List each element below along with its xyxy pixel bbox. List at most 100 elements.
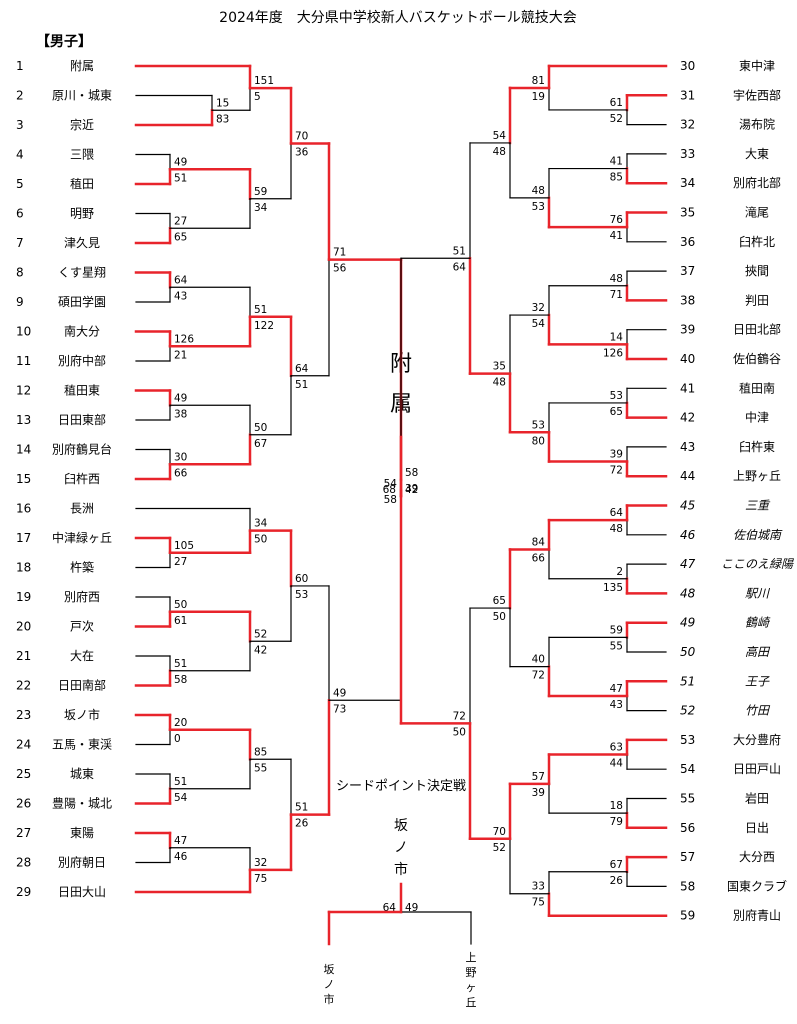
- team-name: 上野ヶ丘: [733, 469, 781, 483]
- match-score: 49: [174, 156, 187, 168]
- team-name: 杵築: [70, 560, 94, 575]
- team-name: 三重: [745, 499, 771, 513]
- team-name: 稙田南: [739, 380, 775, 395]
- match-score: 27: [174, 215, 187, 227]
- team-seed-number: 5: [16, 177, 24, 191]
- match-score: 66: [532, 552, 546, 564]
- seed-left-name: 坂 ノ 市: [324, 963, 335, 1006]
- match-score: 26: [610, 875, 624, 887]
- match-score: 71: [333, 247, 346, 259]
- team-seed-number: 26: [16, 797, 31, 811]
- team-name: 附属: [70, 59, 94, 73]
- match-score: 59: [610, 624, 623, 636]
- team-name: 臼杵西: [64, 471, 100, 486]
- match-score: 72: [453, 710, 466, 722]
- team-seed-number: 58: [680, 879, 695, 893]
- match-score: 72: [532, 670, 545, 682]
- team-seed-number: 46: [680, 528, 696, 542]
- match-score: 52: [610, 113, 623, 125]
- seed-winner-char: 市: [394, 861, 408, 878]
- match-score: 50: [254, 534, 267, 546]
- team-seed-number: 19: [16, 590, 31, 604]
- match-score: 72: [610, 465, 623, 477]
- team-name: 中津緑ヶ丘: [52, 530, 112, 545]
- match-score: 51: [174, 172, 187, 184]
- team-name: 南大分: [64, 324, 100, 339]
- team-seed-number: 45: [680, 499, 695, 513]
- team-name: 五馬・東渓: [52, 738, 112, 752]
- match-score: 55: [254, 762, 267, 774]
- match-score: 5: [254, 91, 261, 103]
- team-name: 東中津: [739, 58, 775, 73]
- team-seed-number: 39: [680, 323, 695, 337]
- team-seed-number: 34: [680, 176, 695, 190]
- match-score: 48: [532, 185, 545, 197]
- match-score: 70: [295, 130, 308, 142]
- match-score: 85: [610, 172, 623, 184]
- team-seed-number: 23: [16, 708, 31, 722]
- team-name: 碩田学園: [58, 294, 106, 309]
- team-seed-number: 38: [680, 293, 695, 307]
- team-seed-number: 49: [680, 616, 695, 630]
- match-score: 46: [174, 851, 188, 863]
- team-name: 宇佐西部: [733, 87, 781, 102]
- match-score: 47: [610, 683, 623, 695]
- seed-right-char: ヶ: [466, 981, 477, 994]
- match-score: 64: [295, 363, 309, 375]
- match-score: 50: [174, 599, 187, 611]
- team-seed-number: 59: [680, 909, 695, 923]
- match-score: 76: [610, 214, 624, 226]
- team-name: 駅川: [745, 586, 771, 600]
- team-seed-number: 20: [16, 620, 31, 634]
- team-seed-number: 15: [16, 472, 31, 486]
- team-name: 大在: [70, 649, 94, 663]
- team-name: 竹田: [745, 704, 771, 718]
- match-score: 53: [532, 419, 545, 431]
- team-seed-number: 40: [680, 352, 695, 366]
- team-seed-number: 29: [16, 885, 31, 899]
- team-name: 明野: [70, 207, 94, 221]
- team-seed-number: 14: [16, 443, 31, 457]
- match-score: 55: [610, 640, 623, 652]
- match-score: 53: [532, 201, 545, 213]
- match-score: 80: [532, 435, 545, 447]
- match-score: 50: [254, 422, 267, 434]
- seed-right-name: 上 野 ヶ 丘: [466, 951, 477, 1009]
- team-seed-number: 35: [680, 206, 695, 220]
- match-score: 42: [254, 644, 267, 656]
- match-score: 61: [610, 97, 623, 109]
- team-name: 原川・城東: [52, 89, 112, 103]
- match-score: 64: [174, 274, 188, 286]
- team-seed-number: 2: [16, 89, 24, 103]
- team-name: 岩田: [745, 791, 769, 806]
- match-score: 27: [174, 556, 187, 568]
- match-score: 75: [254, 873, 267, 885]
- match-score: 30: [174, 451, 187, 463]
- team-seed-number: 18: [16, 561, 31, 575]
- tournament-title: 2024年度 大分県中学校新人バスケットボール競技大会: [219, 9, 577, 26]
- team-seed-number: 51: [680, 674, 695, 688]
- team-seed-number: 42: [680, 411, 695, 425]
- match-score: 50: [453, 726, 466, 738]
- match-score: 85: [254, 746, 267, 758]
- match-score: 54: [384, 478, 398, 490]
- team-name: 別府朝日: [58, 855, 106, 870]
- match-score: 59: [254, 186, 267, 198]
- match-score: 14: [610, 331, 624, 343]
- team-name: 日出: [745, 821, 769, 835]
- team-name: 日田大山: [58, 885, 106, 899]
- team-name: 稙田: [70, 176, 94, 191]
- team-seed-number: 48: [680, 586, 696, 600]
- match-score: 73: [333, 703, 346, 715]
- team-seed-number: 47: [680, 557, 696, 571]
- team-name: 佐伯鶴谷: [733, 351, 781, 366]
- match-score: 65: [174, 231, 187, 243]
- team-seed-number: 17: [16, 531, 31, 545]
- team-seed-number: 7: [16, 236, 24, 250]
- team-seed-number: 36: [680, 235, 695, 249]
- team-seed-number: 55: [680, 792, 695, 806]
- match-score: 36: [295, 146, 309, 158]
- match-score: 38: [174, 408, 187, 420]
- team-name: 大分西: [739, 850, 775, 864]
- match-score: 41: [610, 156, 623, 168]
